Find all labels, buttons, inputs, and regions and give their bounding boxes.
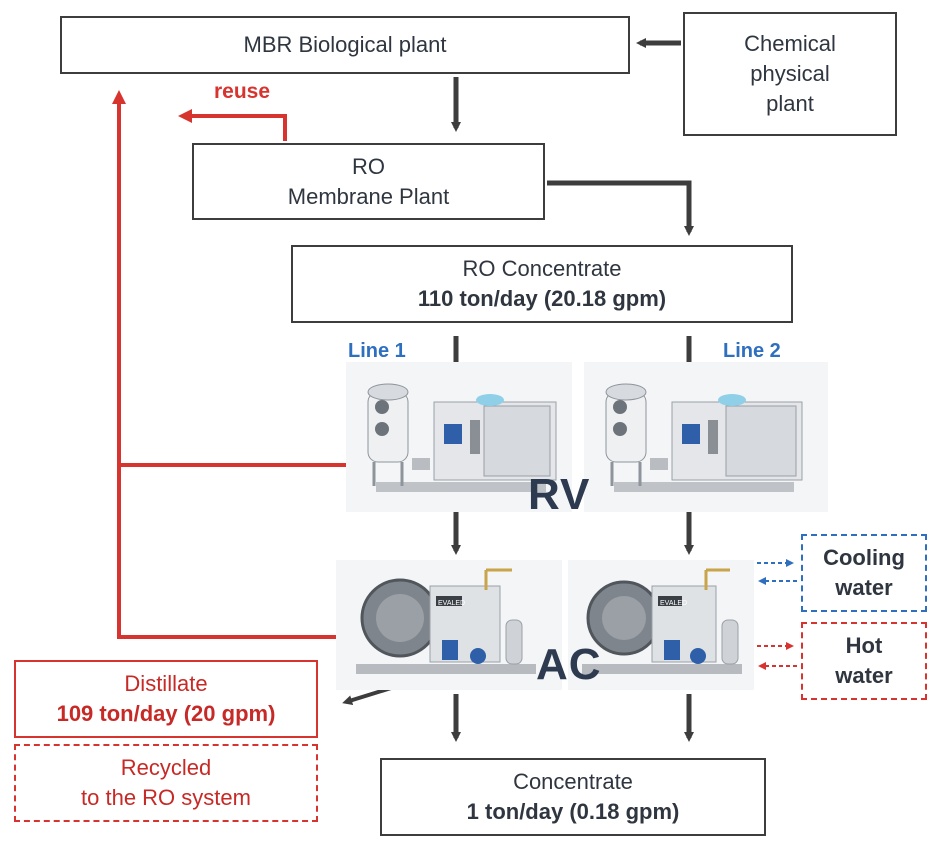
recycled-box: Recycled to the RO system <box>14 744 318 822</box>
ro-line-1: RO <box>352 153 385 179</box>
concentrate-box: Concentrate 1 ton/day (0.18 gpm) <box>380 758 766 836</box>
chem-line-2: physical <box>750 61 830 86</box>
red-reuse-arrow <box>178 109 287 141</box>
ro-concentrate-value: 110 ton/day (20.18 gpm) <box>417 286 667 311</box>
ro-line-2: Membrane Plant <box>287 183 450 209</box>
mbr-label: MBR Biological plant <box>243 32 447 57</box>
ac-brand-text-1: EVALED <box>438 600 465 607</box>
distillate-value: 109 ton/day (20 gpm) <box>56 701 276 726</box>
hot-water-box: Hot water <box>801 622 927 700</box>
rv-evaporator-line-1 <box>346 362 572 512</box>
reuse-label: reuse <box>214 80 271 103</box>
ro-concentrate-title: RO Concentrate <box>462 256 622 281</box>
ac-evaporator-line-2: EVALED <box>568 560 754 690</box>
cooling-line-1: Cooling <box>823 545 905 570</box>
chem-line-3: plant <box>766 91 814 116</box>
rv-evaporator-line-2 <box>584 362 828 512</box>
ac-label: AC <box>536 640 602 689</box>
chem-line-1: Chemical <box>744 31 836 56</box>
recycled-line-2: to the RO system <box>81 785 251 810</box>
arrow-ro-to-concentrate <box>547 180 694 236</box>
hot-line-1: Hot <box>845 633 883 658</box>
red-return-line <box>112 90 346 639</box>
ro-concentrate-box: RO Concentrate 110 ton/day (20.18 gpm) <box>291 245 793 323</box>
cooling-line-2: water <box>835 575 893 600</box>
recycled-line-1: Recycled <box>120 755 212 780</box>
distillate-box: Distillate 109 ton/day (20 gpm) <box>14 660 318 738</box>
mbr-biological-plant-box: MBR Biological plant <box>60 16 630 74</box>
line-2-label: Line 2 <box>723 340 781 362</box>
chemical-physical-plant-box: Chemical physical plant <box>683 12 897 136</box>
hot-line-2: water <box>835 663 893 688</box>
rv-label: RV <box>528 470 591 519</box>
concentrate-value: 1 ton/day (0.18 gpm) <box>466 799 680 824</box>
cooling-water-box: Cooling water <box>801 534 927 612</box>
ro-membrane-plant-box: RO Membrane Plant <box>192 143 545 220</box>
distillate-title: Distillate <box>124 671 208 696</box>
ac-evaporator-line-1: EVALED <box>336 560 562 690</box>
line-1-label: Line 1 <box>348 340 406 362</box>
concentrate-title: Concentrate <box>513 769 633 794</box>
ac-brand-text-2: EVALED <box>660 600 687 607</box>
